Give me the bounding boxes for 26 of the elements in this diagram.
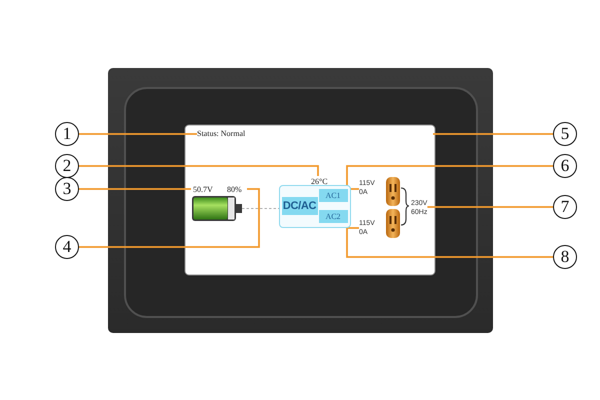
callout-number: 6 [553,154,577,178]
callout-number: 8 [553,245,577,269]
dashed-connector [242,208,280,209]
leader-line [346,165,553,190]
leader-line [427,206,553,208]
callout-number: 3 [55,177,79,201]
callout-number: 2 [55,154,79,178]
callout-number: 7 [553,195,577,219]
callout-number: 1 [55,122,79,146]
leader-line [346,227,553,258]
output-tag: AC1 [318,188,348,202]
leader-line [79,188,260,248]
leader-line [79,165,319,176]
output-tag: AC2 [318,210,348,222]
inverter-label: DC/AC [282,196,318,214]
reading-text: 50.7V [191,184,221,195]
battery-icon [192,196,242,221]
callout-number: 5 [553,122,577,146]
leader-line [433,133,553,135]
status-text: Status: Normal [197,128,277,140]
inverter-panel [279,185,351,228]
reading-text: 26°C [309,176,331,186]
leader-line [79,188,191,190]
callout-number: 4 [55,235,79,259]
leader-line [79,133,197,135]
reading-text: 80% [225,184,247,195]
